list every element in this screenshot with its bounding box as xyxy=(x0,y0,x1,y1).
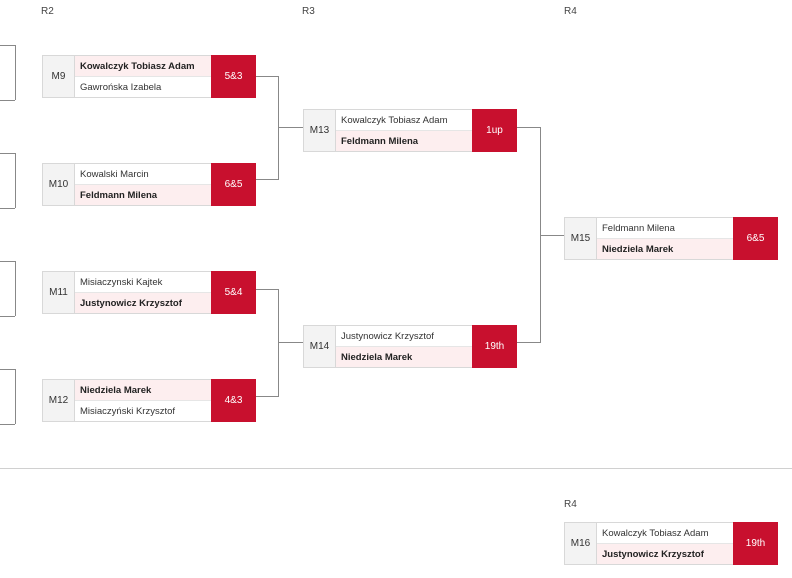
match-id: M10 xyxy=(43,164,75,205)
match-id: M16 xyxy=(565,523,597,564)
player-winner[interactable]: Niedziela Marek xyxy=(75,380,211,400)
match-score: 1up xyxy=(472,109,517,152)
match-m13[interactable]: M13 Kowalczyk Tobiasz Adam Feldmann Mile… xyxy=(303,109,517,152)
connector xyxy=(0,45,15,46)
connector xyxy=(0,208,15,209)
player[interactable]: Justynowicz Krzysztof xyxy=(341,330,434,342)
player-winner[interactable]: Kowalczyk Tobiasz Adam xyxy=(75,56,211,76)
match-score: 6&5 xyxy=(733,217,778,260)
match-score: 4&3 xyxy=(211,379,256,422)
match-score: 5&3 xyxy=(211,55,256,98)
match-id: M15 xyxy=(565,218,597,259)
match-id: M12 xyxy=(43,380,75,421)
connector xyxy=(0,153,15,154)
player-winner[interactable]: Justynowicz Krzysztof xyxy=(597,543,733,564)
connector xyxy=(0,424,15,425)
match-score: 5&4 xyxy=(211,271,256,314)
match-m9[interactable]: M9 Kowalczyk Tobiasz Adam Gawrońska Izab… xyxy=(42,55,256,98)
match-m14[interactable]: M14 Justynowicz Krzysztof Niedziela Mare… xyxy=(303,325,517,368)
match-m10[interactable]: M10 Kowalski Marcin Feldmann Milena 6&5 xyxy=(42,163,256,206)
player[interactable]: Feldmann Milena xyxy=(602,222,675,234)
connector xyxy=(0,369,15,370)
player-winner[interactable]: Niedziela Marek xyxy=(336,346,472,367)
connector xyxy=(540,235,565,236)
connector xyxy=(15,369,16,424)
connector xyxy=(256,179,278,180)
player[interactable]: Kowalski Marcin xyxy=(80,168,149,180)
match-id: M9 xyxy=(43,56,75,97)
connector xyxy=(256,289,278,290)
player[interactable]: Misiaczyński Krzysztof xyxy=(75,400,211,421)
match-id: M14 xyxy=(304,326,336,367)
player-winner[interactable]: Feldmann Milena xyxy=(336,130,472,151)
player[interactable]: Kowalczyk Tobiasz Adam xyxy=(341,114,448,126)
connector xyxy=(15,261,16,316)
match-score: 19th xyxy=(472,325,517,368)
player-winner[interactable]: Feldmann Milena xyxy=(75,184,211,205)
connector xyxy=(256,76,278,77)
match-score: 6&5 xyxy=(211,163,256,206)
connector xyxy=(0,316,15,317)
connector xyxy=(278,76,279,180)
match-m16[interactable]: M16 Kowalczyk Tobiasz Adam Justynowicz K… xyxy=(564,522,778,565)
match-m12[interactable]: M12 Niedziela Marek Misiaczyński Krzyszt… xyxy=(42,379,256,422)
round-label-r2: R2 xyxy=(41,6,54,17)
round-label-r3: R3 xyxy=(302,6,315,17)
connector xyxy=(278,342,303,343)
player[interactable]: Gawrońska Izabela xyxy=(75,76,211,97)
match-score: 19th xyxy=(733,522,778,565)
match-id: M11 xyxy=(43,272,75,313)
player-winner[interactable]: Niedziela Marek xyxy=(597,238,733,259)
connector xyxy=(278,289,279,397)
player-winner[interactable]: Justynowicz Krzysztof xyxy=(75,292,211,313)
connector xyxy=(517,127,540,128)
round-label-r4-consolation: R4 xyxy=(564,499,577,510)
connector xyxy=(15,45,16,100)
connector xyxy=(278,127,303,128)
match-id: M13 xyxy=(304,110,336,151)
section-divider xyxy=(0,468,792,469)
player[interactable]: Misiaczynski Kajtek xyxy=(80,276,163,288)
player[interactable]: Kowalczyk Tobiasz Adam xyxy=(602,527,709,539)
connector xyxy=(256,396,278,397)
connector xyxy=(0,100,15,101)
connector xyxy=(15,153,16,208)
connector xyxy=(0,261,15,262)
match-m11[interactable]: M11 Misiaczynski Kajtek Justynowicz Krzy… xyxy=(42,271,256,314)
round-label-r4: R4 xyxy=(564,6,577,17)
match-m15[interactable]: M15 Feldmann Milena Niedziela Marek 6&5 xyxy=(564,217,778,260)
connector xyxy=(517,342,540,343)
